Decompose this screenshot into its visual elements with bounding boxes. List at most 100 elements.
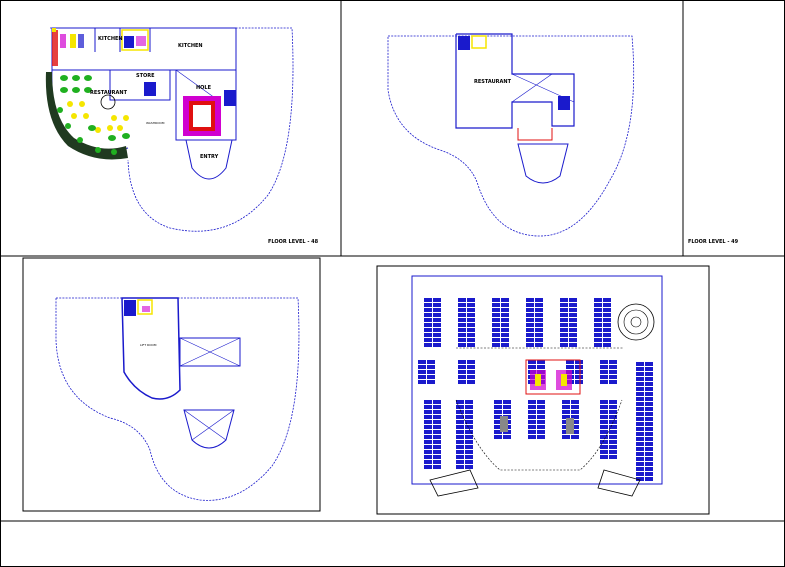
parking-stall (418, 375, 426, 379)
parking-stall (575, 360, 583, 364)
parking-stall (433, 308, 441, 312)
parking-stall (560, 338, 568, 342)
parking-stall (458, 380, 466, 384)
parking-stall (609, 400, 617, 404)
parking-boundary (411, 275, 663, 485)
parking-stall (494, 420, 502, 424)
parking-stall (535, 318, 543, 322)
parking-stall (603, 313, 611, 317)
parking-stall (433, 343, 441, 347)
parking-stall (494, 400, 502, 404)
ramp-left (429, 469, 479, 497)
parking-stall (492, 303, 500, 307)
parking-stall (603, 328, 611, 332)
parking-stall (465, 415, 473, 419)
parking-stall (600, 440, 608, 444)
caption-level-48: FLOOR LEVEL - 48 (268, 239, 319, 245)
room-label-store: STORE (136, 73, 155, 79)
parking-stall (571, 410, 579, 414)
parking-stall (636, 412, 644, 416)
parking-stall (418, 370, 426, 374)
parking-stall (456, 450, 464, 454)
parking-stall (594, 318, 602, 322)
parking-stall (560, 303, 568, 307)
parking-stall (467, 365, 475, 369)
parking-stall (594, 333, 602, 337)
stair-core (121, 29, 149, 51)
parking-stall (528, 430, 536, 434)
parking-stall (456, 435, 464, 439)
parking-stall (645, 392, 653, 396)
parking-stall (424, 405, 432, 409)
parking-stall (433, 460, 441, 464)
roof-opening (179, 337, 241, 367)
parking-stall (433, 435, 441, 439)
parking-stall (501, 313, 509, 317)
parking-stall (571, 415, 579, 419)
parking-stall (575, 380, 583, 384)
parking-stall (645, 452, 653, 456)
parking-stall (535, 328, 543, 332)
parking-stall (569, 303, 577, 307)
parking-stall (433, 420, 441, 424)
parking-stall (433, 450, 441, 454)
parking-stall (465, 430, 473, 434)
parking-stall (575, 375, 583, 379)
parking-stall (609, 405, 617, 409)
room-label-lift-room: LIFT ROOM (140, 343, 157, 347)
parking-stall (526, 313, 534, 317)
parking-stall (535, 313, 543, 317)
parking-stall (609, 455, 617, 459)
parking-stall (645, 457, 653, 461)
parking-stall (424, 450, 432, 454)
parking-stall (456, 420, 464, 424)
parking-stall (528, 435, 536, 439)
parking-stall (424, 445, 432, 449)
parking-stall (424, 400, 432, 404)
parking-stall (575, 370, 583, 374)
spiral-ramp (617, 303, 655, 341)
parking-stall (537, 420, 545, 424)
parking-stall (609, 360, 617, 364)
parking-stall (571, 420, 579, 424)
parking-stall (458, 298, 466, 302)
floor-plan-level-48: KITCHEN KITCHEN RESTAURANT HOLE STORE WA… (45, 27, 319, 245)
parking-stall (645, 477, 653, 481)
parking-stall (636, 377, 644, 381)
parking-stall (433, 445, 441, 449)
parking-stall (560, 323, 568, 327)
floor-plan-roof: LIFT ROOM (55, 297, 300, 501)
parking-stall (645, 367, 653, 371)
parking-stall (528, 360, 536, 364)
parking-stall (494, 435, 502, 439)
parking-stall (560, 328, 568, 332)
parking-stall (562, 405, 570, 409)
parking-stall (494, 430, 502, 434)
parking-stall (467, 298, 475, 302)
parking-stall (569, 343, 577, 347)
parking-stall (418, 360, 426, 364)
parking-stall (465, 445, 473, 449)
parking-stall (458, 338, 466, 342)
parking-stall (562, 410, 570, 414)
parking-stall (645, 462, 653, 466)
room-label-restaurant: RESTAURANT (90, 90, 128, 96)
parking-stall (427, 365, 435, 369)
parking-stall (645, 432, 653, 436)
parking-stall (603, 323, 611, 327)
parking-stall (494, 425, 502, 429)
parking-stall (467, 308, 475, 312)
parking-stall (424, 323, 432, 327)
parking-stall (645, 422, 653, 426)
parking-stall (465, 460, 473, 464)
parking-stall (560, 308, 568, 312)
parking-stall (600, 405, 608, 409)
parking-stall (433, 405, 441, 409)
parking-stall (537, 405, 545, 409)
parking-stall (571, 435, 579, 439)
parking-stall (458, 343, 466, 347)
parking-stall (492, 298, 500, 302)
parking-stall (424, 440, 432, 444)
parking-stall (424, 465, 432, 469)
parking-stall (526, 323, 534, 327)
